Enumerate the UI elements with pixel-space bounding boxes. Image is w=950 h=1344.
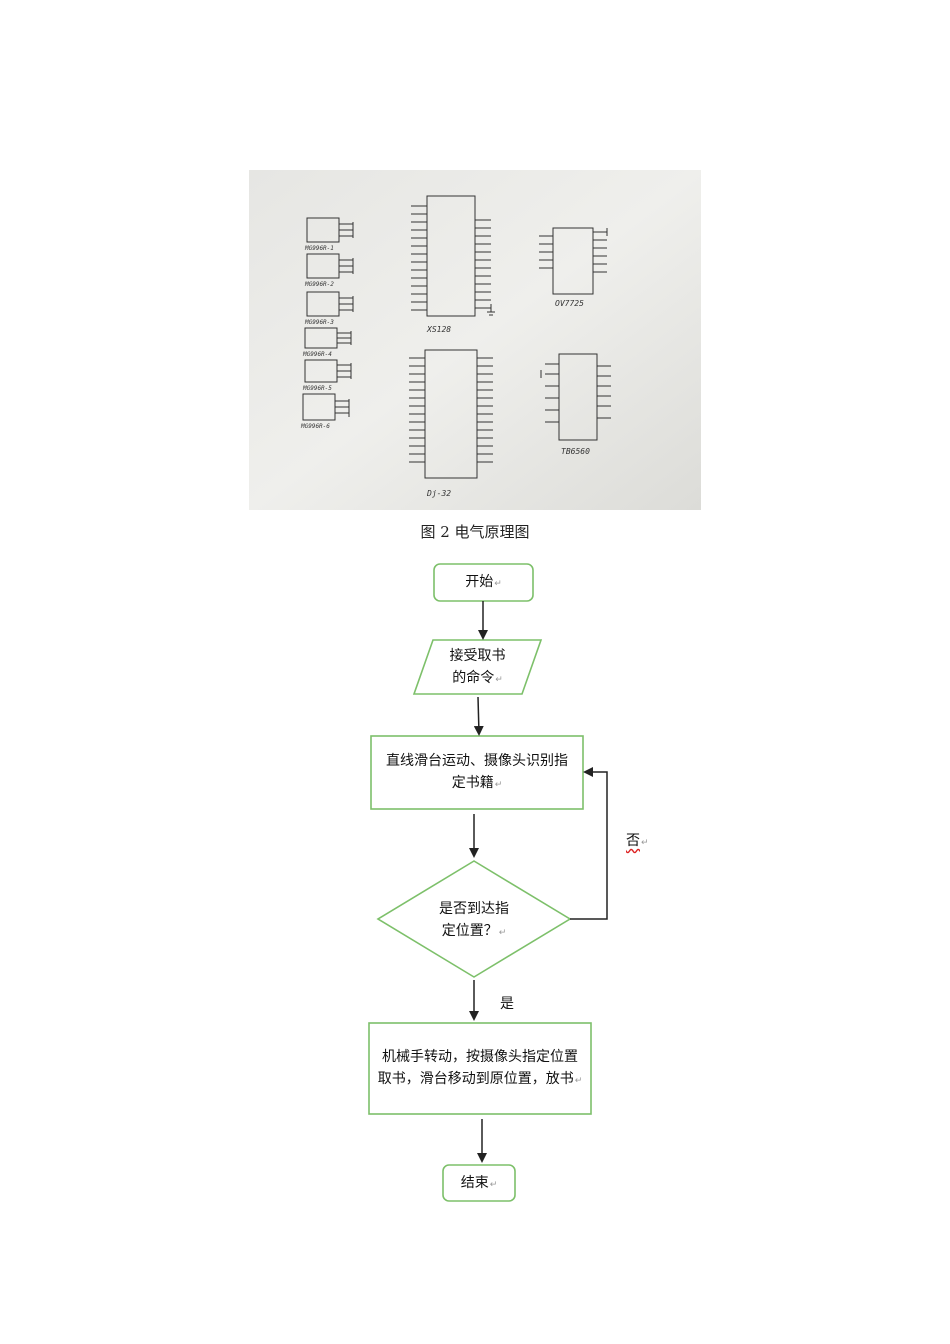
- tb6560-label: TB6560: [561, 447, 590, 456]
- servo-label: MG996R-4: [302, 351, 332, 358]
- tb6560-chip: [540, 353, 611, 441]
- arrow-input-to-process1: [473, 696, 484, 736]
- decision-text: 是否到达指 定位置？↵: [439, 901, 509, 939]
- start-text: 开始↵: [465, 574, 502, 590]
- servo-label: MG996R-1: [304, 245, 334, 252]
- servo-label: MG996R-3: [304, 319, 334, 326]
- end-box: [442, 1164, 516, 1202]
- no-label: 否↵: [626, 833, 649, 849]
- input-parallelogram: [412, 639, 543, 695]
- dj32-label: Dj-32: [426, 489, 451, 498]
- ov7725-label: OV7725: [555, 299, 584, 308]
- process2-box: [368, 1022, 592, 1115]
- xs128-chip: [411, 195, 495, 317]
- process1-text: 直线滑台运动、摄像头识别指 定书籍↵: [386, 753, 568, 791]
- servo-label: MG996R-6: [300, 423, 330, 430]
- decision-diamond: [376, 860, 572, 978]
- xs128-label: XS128: [426, 325, 451, 334]
- dj32-chip: [409, 349, 493, 479]
- electrical-schematic-photo: XS128 OV7725 Dj-32 TB6560 MG996R-1 MG996…: [249, 170, 701, 510]
- arrow-decision-no-loop: [570, 767, 608, 920]
- servo-label: MG996R-5: [302, 385, 332, 392]
- figure-caption: 图 2 电气原理图: [420, 523, 530, 541]
- servo-blocks: [302, 217, 354, 421]
- end-text: 结束↵: [460, 1175, 498, 1191]
- process2-text: 机械手转动，按摄像头指定位置 取书，滑台移动到原位置，放书↵: [377, 1049, 583, 1087]
- yes-label: 是: [500, 996, 514, 1012]
- servo-label: MG996R-2: [304, 281, 334, 288]
- input-text: 接受取书 的命令↵: [449, 648, 506, 686]
- ov7725-chip: [539, 227, 608, 295]
